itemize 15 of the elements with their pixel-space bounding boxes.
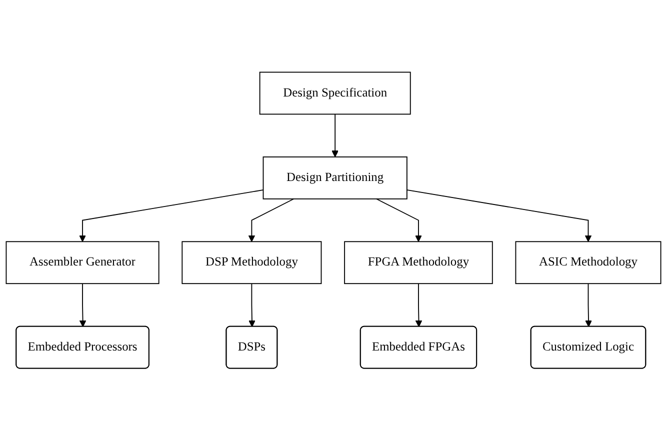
arrow xyxy=(376,198,422,242)
arrow xyxy=(585,283,592,328)
arrow xyxy=(415,283,422,328)
node-box: FPGA Methodology xyxy=(344,241,493,284)
arrow xyxy=(79,190,264,242)
node-box: Design Partitioning xyxy=(262,156,408,200)
node-box: DSP Methodology xyxy=(182,241,322,284)
node-box: Design Specification xyxy=(259,72,411,115)
arrow xyxy=(248,283,256,328)
node-box: Assembler Generator xyxy=(6,241,160,284)
arrow xyxy=(248,198,294,242)
arrow xyxy=(332,114,338,158)
node-box: ASIC Methodology xyxy=(515,241,662,284)
arrow xyxy=(406,190,592,242)
arrow xyxy=(79,283,86,328)
